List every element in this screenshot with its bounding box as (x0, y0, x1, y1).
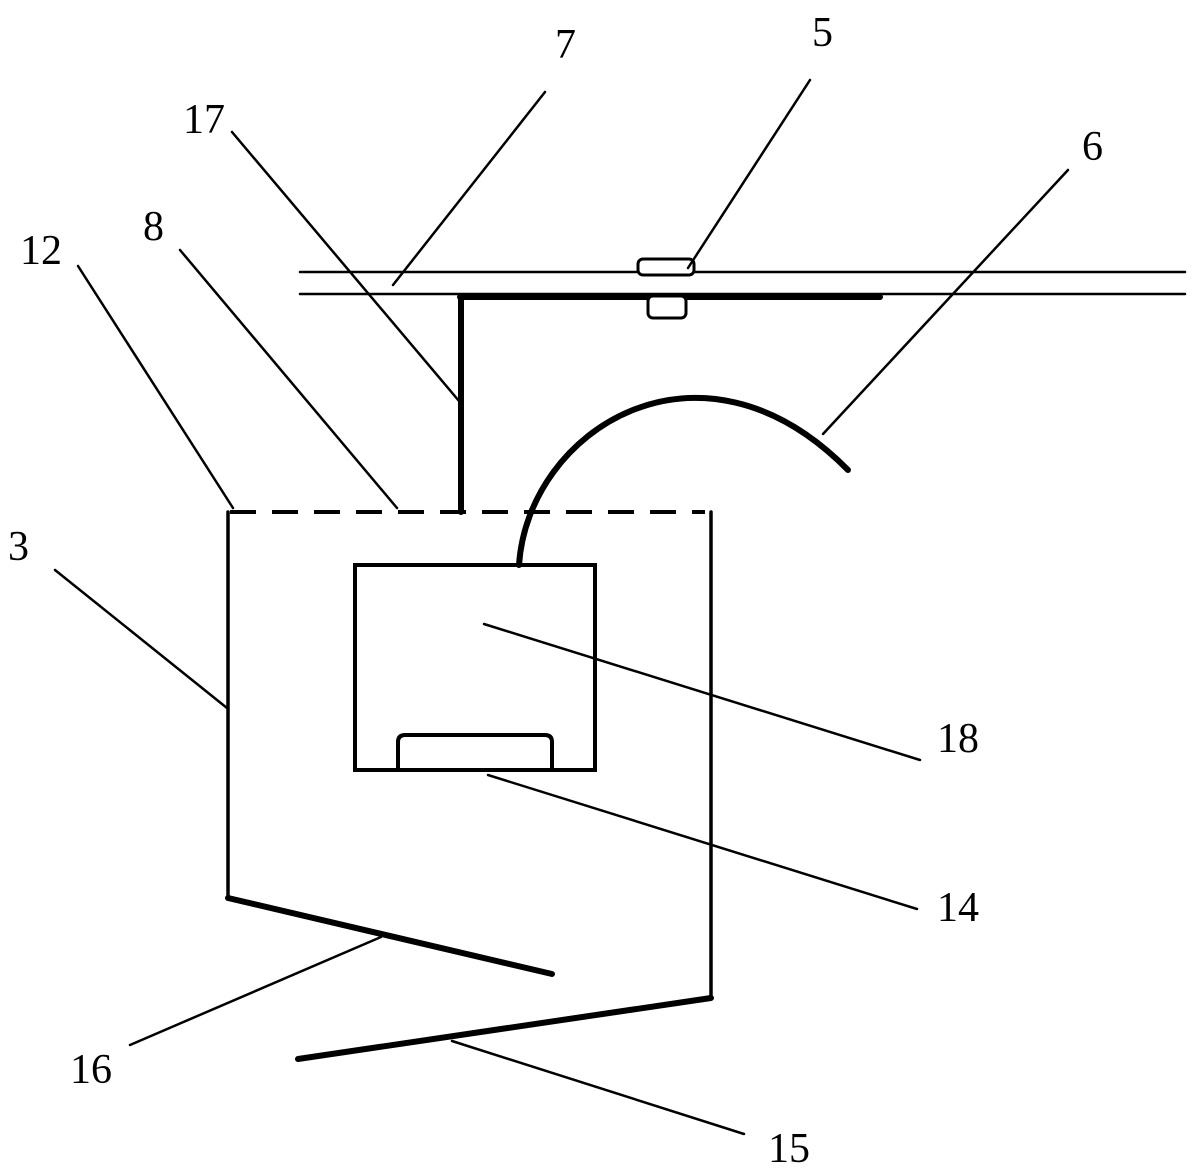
housing (228, 512, 711, 998)
label-15: 15 (768, 1126, 810, 1172)
curved-cable (519, 398, 848, 565)
right-deflector (298, 998, 711, 1059)
label-16: 16 (70, 1047, 112, 1093)
bottom-plate (398, 735, 552, 768)
label-18: 18 (937, 716, 979, 762)
label-8: 8 (143, 204, 164, 250)
left-deflector (228, 898, 552, 974)
top-rail (300, 272, 1185, 297)
label-17: 17 (183, 97, 225, 143)
leader-lines (55, 80, 1068, 1134)
inner-box (355, 565, 595, 770)
label-14: 14 (937, 885, 979, 931)
label-12: 12 (20, 228, 62, 274)
label-6: 6 (1082, 124, 1103, 170)
label-5: 5 (812, 10, 833, 56)
label-3: 3 (8, 524, 29, 570)
reference-labels: 7 5 17 6 8 12 3 18 14 16 15 (8, 10, 1103, 1172)
label-7: 7 (555, 22, 576, 68)
bolt (638, 259, 694, 318)
